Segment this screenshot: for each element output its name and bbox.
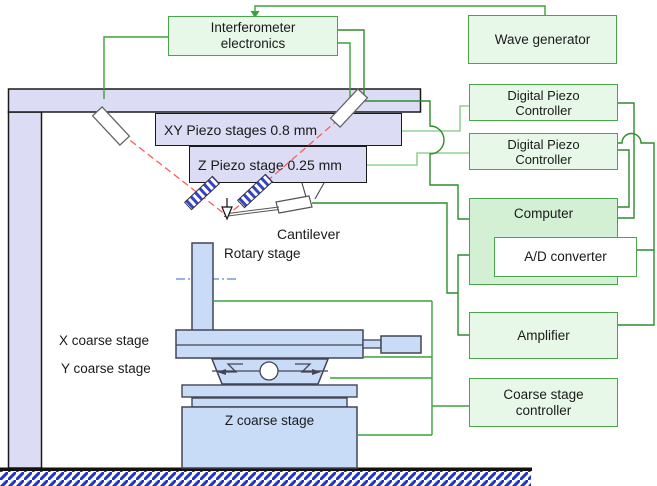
y-stage-arrow-left — [224, 363, 243, 373]
wire-ie-to-left-head — [103, 36, 168, 99]
probe-tip-icon — [221, 206, 233, 221]
wire-dpc1-to-computer — [618, 102, 635, 219]
label-rotary-stage: Rotary stage — [224, 246, 301, 261]
box-amplifier: Amplifier — [469, 312, 618, 359]
y-stage-pivot — [259, 361, 279, 381]
stage-plate-wide — [181, 384, 358, 398]
box-digital-piezo-controller-1: Digital Piezo Controller — [469, 84, 618, 121]
label-z-coarse-stage: Z coarse stage — [224, 413, 315, 428]
frame-beam — [7, 88, 422, 113]
motor-body — [380, 335, 422, 354]
label-y-coarse-stage: Y coarse stage — [61, 361, 151, 376]
box-z-piezo-stage: Z Piezo stage 0.25 mm — [189, 146, 367, 183]
y-stage-arrowhead-left-icon — [217, 369, 226, 375]
box-interferometer-electronics: Interferometer electronics — [168, 16, 338, 56]
cantilever-support — [301, 182, 325, 200]
label-x-coarse-stage: X coarse stage — [59, 333, 150, 348]
interferometer-head-left — [91, 106, 131, 146]
cantilever-holder — [275, 195, 313, 214]
wire-ie-to-right-head — [338, 42, 351, 97]
y-stage-arrowhead-right-icon — [312, 369, 321, 375]
box-xy-piezo-stages: XY Piezo stages 0.8 mm — [155, 113, 402, 146]
box-ad-converter: A/D converter — [494, 237, 637, 277]
wire-dpc2-to-computer — [618, 149, 630, 208]
wire-xy-to-dpc1 — [402, 105, 469, 132]
label-cantilever: Cantilever — [277, 226, 341, 242]
rotary-stage-shape — [191, 242, 214, 332]
wire-dpc2-amplifier-bus — [618, 132, 655, 326]
wire-computer-to-amplifier — [457, 254, 469, 336]
motor-shaft — [362, 339, 382, 349]
stage-plate-narrow — [191, 397, 348, 408]
box-coarse-stage-controller: Coarse stage controller — [469, 378, 618, 427]
wire-z-to-dpc2 — [367, 152, 469, 166]
floor-line — [0, 467, 532, 471]
wire-cantilever-to-amp — [312, 202, 458, 294]
wire-wavegen-to-interferometer — [254, 5, 546, 15]
y-stage-arrow-right — [295, 363, 314, 373]
y-coarse-stage-shape — [210, 358, 330, 385]
box-wave-generator: Wave generator — [468, 15, 617, 64]
box-digital-piezo-controller-2: Digital Piezo Controller — [469, 133, 618, 170]
cantilever-beam — [223, 206, 280, 217]
floor-hatch — [0, 471, 531, 486]
frame-column — [7, 111, 43, 469]
x-coarse-stage-shape — [175, 329, 364, 359]
